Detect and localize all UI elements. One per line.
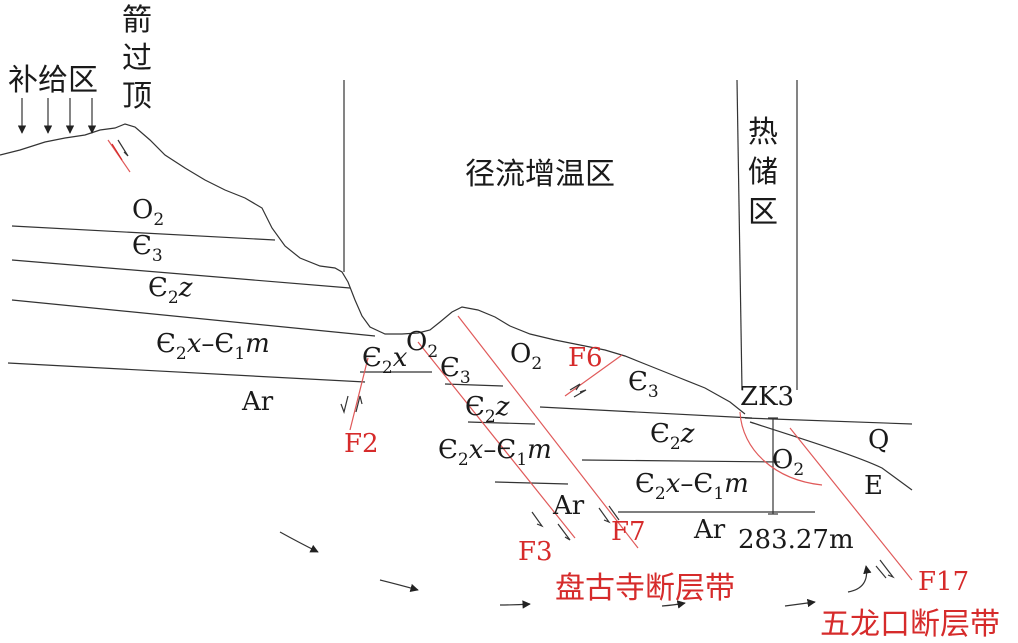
fault-f6-line — [564, 354, 623, 397]
fault-f2-line — [349, 357, 369, 431]
ridge-label-char-2: 过 — [122, 41, 152, 76]
stratum-o2-left: O2 — [132, 195, 164, 230]
fault-label-f7: F7 — [611, 517, 646, 547]
stratum-o2-right: O2 — [510, 339, 542, 374]
fault-f3-line — [417, 341, 576, 539]
stratum-ar-left: Ar — [241, 387, 274, 417]
qe-contact-line — [749, 421, 913, 491]
fault-zone-label-pangusi: 盘古寺断层带 — [555, 571, 735, 606]
ground-surface-line — [0, 123, 746, 415]
fault-f7-line — [457, 315, 639, 549]
reservoir-zone-left-boundary — [736, 79, 743, 391]
mid-e3-line — [444, 383, 504, 387]
fault-label-f17: F17 — [918, 567, 969, 597]
e2z-base-line — [11, 299, 376, 337]
ridge-label-char-1: 箭 — [122, 3, 152, 38]
e3-base-line — [11, 259, 351, 289]
groundwater-flow-arrows — [279, 531, 872, 609]
borehole-depth-label: 283.27m — [738, 525, 854, 555]
plain-surface-line — [744, 417, 913, 425]
stratum-e2x-e1m-left: Є2x–Є1m — [156, 329, 270, 364]
stratum-e2z-mid: Є2z — [465, 392, 510, 427]
fault-label-f3: F3 — [518, 537, 553, 567]
stratum-ar-right: Ar — [693, 515, 726, 545]
stratum-e2x-e1m-right: Є2x–Є1m — [635, 469, 749, 504]
right-e3-line — [539, 406, 753, 419]
reservoir-label-char-3: 区 — [748, 195, 778, 230]
stratum-e2x-mid: Є2x — [362, 343, 408, 378]
recharge-arrows — [17, 98, 97, 134]
runoff-zone-label: 径流增温区 — [465, 157, 615, 192]
stratum-e2z-left: Є2z — [148, 273, 193, 308]
ridge-label-char-3: 顶 — [122, 79, 152, 114]
stratum-e2x-e1m-mid: Є2x–Є1m — [438, 435, 552, 470]
fault-motion-arrows — [111, 139, 895, 579]
stratum-e3-left: Є3 — [132, 231, 163, 266]
stratum-ar-mid: Ar — [552, 491, 585, 521]
reservoir-label-char-2: 储 — [748, 155, 778, 190]
fault-f17-line — [789, 427, 913, 581]
reservoir-label-char-1: 热 — [748, 115, 778, 150]
stratum-e2z-right: Є2z — [650, 419, 695, 454]
borehole-label: ZK3 — [740, 382, 794, 412]
stratum-o2-borehole: O2 — [772, 445, 804, 480]
fault-zone-label-wulongkou: 五龙口断层带 — [820, 607, 1000, 642]
stratum-e3-right: Є3 — [628, 367, 659, 402]
stratum-e3-mid: Є3 — [440, 353, 471, 388]
stratum-q: Q — [868, 425, 889, 455]
recharge-zone-label: 补给区 — [8, 63, 98, 98]
fault-f17-splay-line — [739, 411, 823, 486]
stratum-o2-notch: O2 — [406, 327, 438, 362]
mid-e2z-line — [467, 421, 536, 425]
stratum-e: E — [864, 471, 883, 501]
e2x-base-line — [7, 362, 366, 383]
fault-label-f6: F6 — [568, 343, 603, 373]
o2-base-line — [11, 225, 276, 241]
right-e2z-line — [581, 459, 781, 463]
fault-label-f2: F2 — [344, 429, 379, 459]
